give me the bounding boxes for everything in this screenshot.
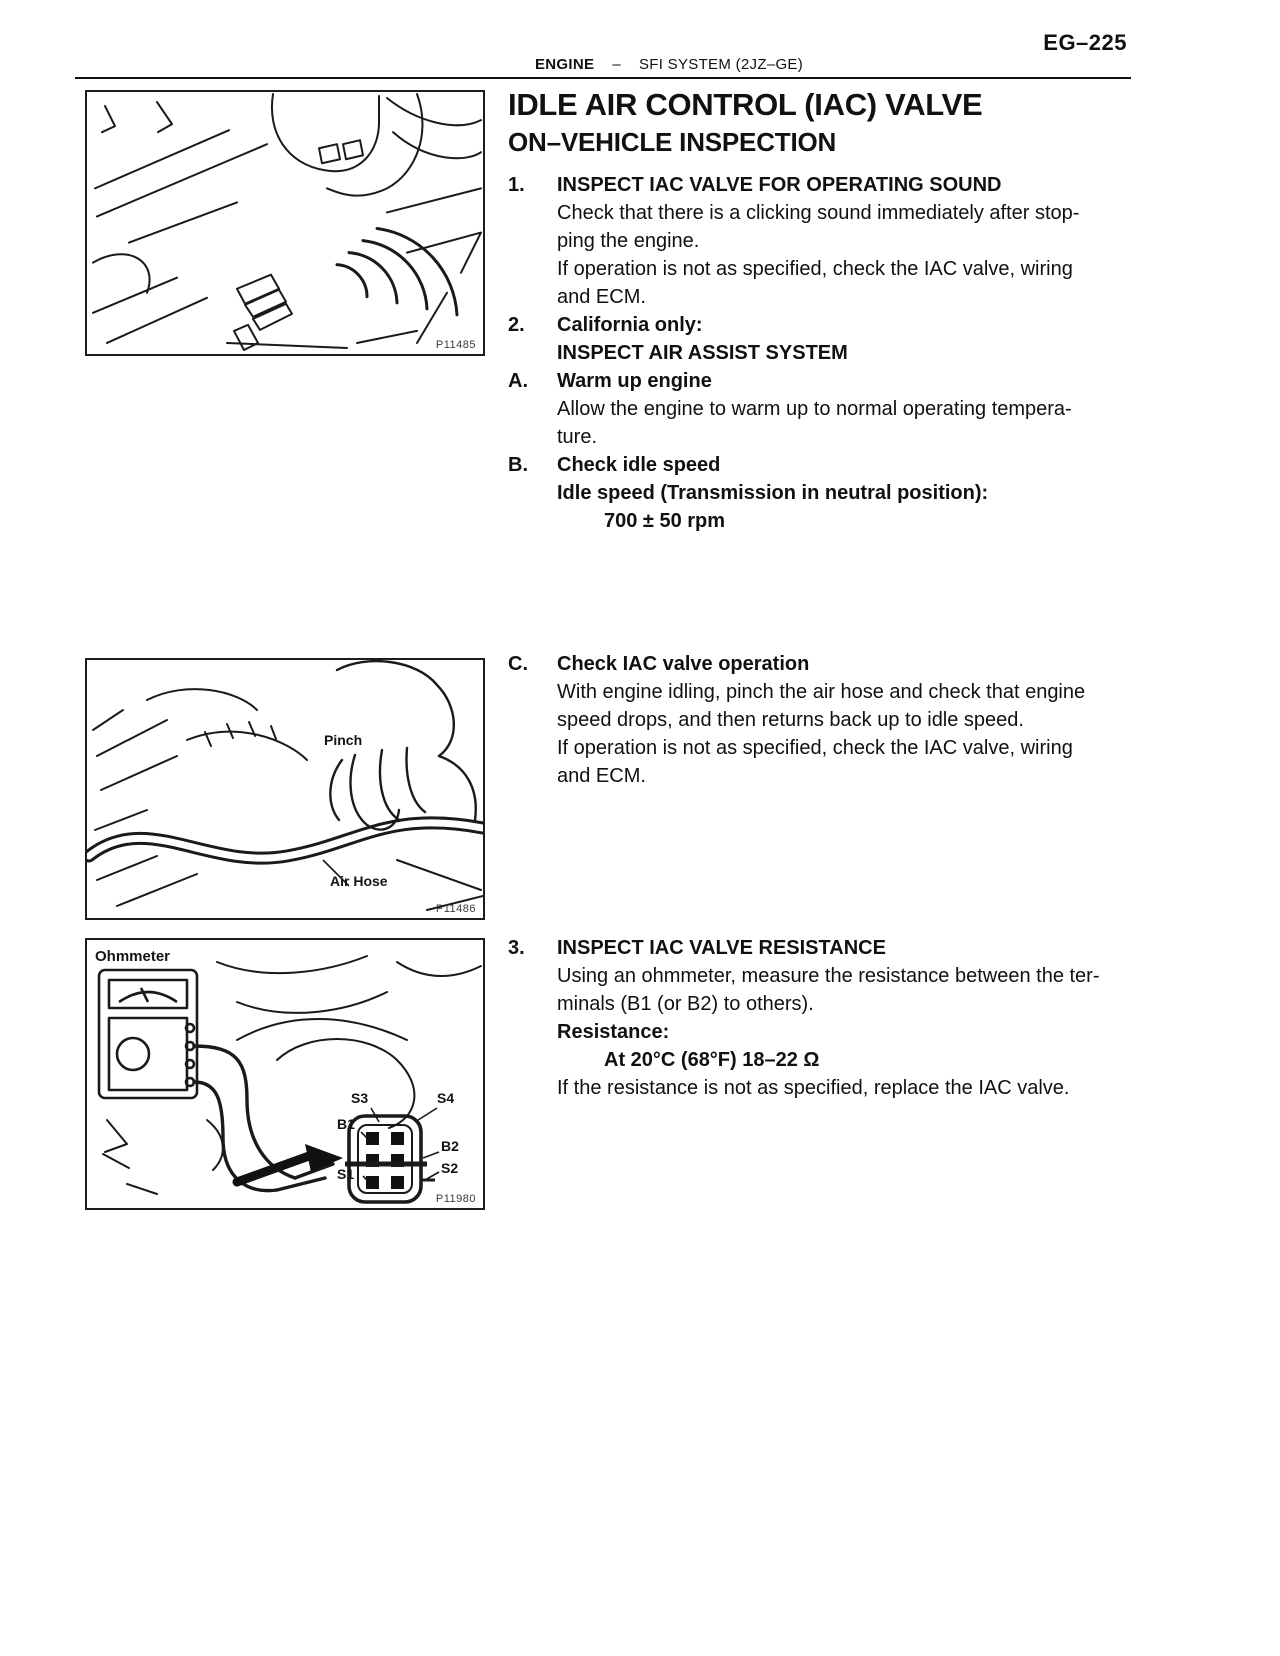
idle-speed-spec-label: Idle speed (Transmission in neutral posi… bbox=[557, 482, 989, 504]
step-a: A. Warm up engine bbox=[508, 367, 1136, 395]
page-title: IDLE AIR CONTROL (IAC) VALVE bbox=[508, 87, 983, 122]
step-letter: A. bbox=[508, 370, 528, 392]
terminal-s3-label: S3 bbox=[351, 1090, 369, 1106]
body-line: If operation is not as specified, check … bbox=[557, 737, 1073, 759]
running-header-section: ENGINE bbox=[535, 56, 595, 73]
step-b-heading: Check idle speed bbox=[557, 454, 721, 476]
terminal-s2-label: S2 bbox=[441, 1160, 459, 1176]
body-line: Using an ohmmeter, measure the resistanc… bbox=[557, 965, 1100, 987]
body-line: With engine idling, pinch the air hose a… bbox=[557, 681, 1086, 703]
spec-label-row: Idle speed (Transmission in neutral posi… bbox=[508, 479, 1136, 507]
terminal-s4-label: S4 bbox=[437, 1090, 455, 1106]
body-line: Allow the engine to warm up to normal op… bbox=[557, 398, 1072, 420]
figure-code: P11485 bbox=[435, 339, 476, 351]
step-1-heading: INSPECT IAC VALVE FOR OPERATING SOUND bbox=[557, 174, 1002, 196]
step-3: 3. INSPECT IAC VALVE RESISTANCE bbox=[508, 934, 1136, 962]
figure-pinch-air-hose: Pinch Air Hose P11486 bbox=[85, 658, 485, 920]
sound-wave-arcs bbox=[335, 227, 459, 317]
body-line: If operation is not as specified, check … bbox=[557, 258, 1073, 280]
figure-iac-operating-sound: P11485 bbox=[85, 90, 485, 356]
running-header-subsection: SFI SYSTEM (2JZ–GE) bbox=[638, 56, 804, 73]
body-line: ping the engine. bbox=[557, 230, 700, 252]
arrow-head bbox=[305, 1144, 343, 1172]
step-2-heading-1: California only: bbox=[557, 314, 703, 336]
ohmmeter-device bbox=[97, 968, 199, 1100]
arrow-shaft bbox=[232, 1151, 314, 1187]
step-1: 1. INSPECT IAC VALVE FOR OPERATING SOUND bbox=[508, 171, 1136, 199]
air-hose-label: Air Hose bbox=[330, 873, 388, 889]
step-a-heading: Warm up engine bbox=[557, 370, 712, 392]
step-c: C. Check IAC valve operation bbox=[508, 650, 1136, 678]
figure-iac-resistance-check: Ohmmeter S3 S4 B1 B2 S1 S2 P11980 bbox=[85, 938, 485, 1210]
body-line: and ECM. bbox=[557, 286, 646, 308]
step-2-heading-2-row: INSPECT AIR ASSIST SYSTEM bbox=[508, 339, 1136, 367]
running-header: ENGINE – SFI SYSTEM (2JZ–GE) bbox=[535, 56, 803, 73]
step-2-heading-2: INSPECT AIR ASSIST SYSTEM bbox=[557, 342, 848, 364]
spec-label-row: Resistance: bbox=[508, 1018, 1136, 1046]
page-number: EG–225 bbox=[1043, 30, 1127, 55]
section-main: IDLE AIR CONTROL (IAC) VALVE ON–VEHICLE … bbox=[508, 86, 1136, 535]
step-number: 1. bbox=[508, 174, 525, 196]
resistance-spec-value: At 20°C (68°F) 18–22 Ω bbox=[604, 1049, 820, 1071]
body-line: speed drops, and then returns back up to… bbox=[557, 709, 1024, 731]
step-letter: C. bbox=[508, 653, 528, 675]
section-step-3: 3. INSPECT IAC VALVE RESISTANCE Using an… bbox=[508, 934, 1136, 1102]
figure-code: P11980 bbox=[435, 1193, 476, 1205]
step-number: 3. bbox=[508, 937, 525, 959]
pinch-label: Pinch bbox=[324, 732, 363, 748]
body-line: and ECM. bbox=[557, 765, 646, 787]
spec-value-row: 700 ± 50 rpm bbox=[508, 507, 1136, 535]
step-2: 2. California only: bbox=[508, 311, 1136, 339]
body-line: ture. bbox=[557, 426, 598, 448]
pinch-air-hose-illustration bbox=[87, 660, 483, 911]
step-3-heading: INSPECT IAC VALVE RESISTANCE bbox=[557, 937, 886, 959]
body-line: Check that there is a clicking sound imm… bbox=[557, 202, 1080, 224]
hand-outline bbox=[329, 660, 477, 831]
step-letter: B. bbox=[508, 454, 528, 476]
spec-value-row: At 20°C (68°F) 18–22 Ω bbox=[508, 1046, 1136, 1074]
header-rule bbox=[75, 77, 1131, 79]
air-hose-leader-line bbox=[322, 859, 350, 887]
terminal-b1-label: B1 bbox=[337, 1116, 355, 1132]
ohmmeter-label: Ohmmeter bbox=[95, 948, 171, 965]
body-line: If the resistance is not as specified, r… bbox=[557, 1077, 1070, 1099]
terminal-b2-label: B2 bbox=[441, 1138, 459, 1154]
section-subtitle: ON–VEHICLE INSPECTION bbox=[508, 127, 837, 157]
idle-speed-spec-value: 700 ± 50 rpm bbox=[604, 510, 726, 532]
terminal-leader-lines bbox=[360, 1107, 440, 1181]
body-line: minals (B1 (or B2) to others). bbox=[557, 993, 814, 1015]
running-header-separator: – bbox=[612, 56, 621, 73]
resistance-spec-label: Resistance: bbox=[557, 1021, 670, 1043]
terminal-s1-label: S1 bbox=[337, 1166, 355, 1182]
figure-code: P11486 bbox=[435, 903, 476, 915]
step-number: 2. bbox=[508, 314, 525, 336]
ohmmeter-illustration bbox=[97, 955, 482, 1204]
step-b: B. Check idle speed bbox=[508, 451, 1136, 479]
air-hose-core bbox=[87, 819, 483, 862]
iac-connector bbox=[345, 1114, 435, 1204]
step-c-heading: Check IAC valve operation bbox=[557, 653, 810, 675]
section-step-c: C. Check IAC valve operation With engine… bbox=[508, 650, 1136, 790]
engine-clicking-sound-illustration bbox=[92, 93, 482, 351]
